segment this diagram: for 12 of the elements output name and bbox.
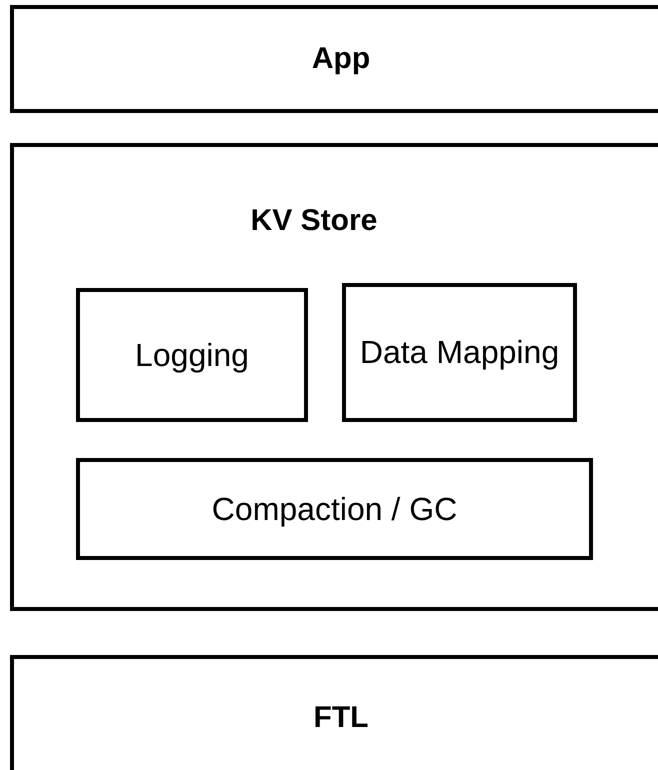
box-label: Logging	[135, 336, 249, 374]
component-box	[10, 5, 658, 113]
box-label: FTL	[314, 700, 368, 736]
component-box	[76, 458, 593, 560]
box-label: Compaction / GC	[212, 490, 458, 528]
box-label: Data Mapping	[360, 333, 560, 372]
container-box	[10, 143, 658, 611]
container-heading: KV Store	[250, 203, 378, 239]
component-box	[76, 288, 308, 422]
box-label: App	[312, 41, 370, 77]
component-box	[10, 655, 658, 770]
component-box	[342, 283, 577, 422]
